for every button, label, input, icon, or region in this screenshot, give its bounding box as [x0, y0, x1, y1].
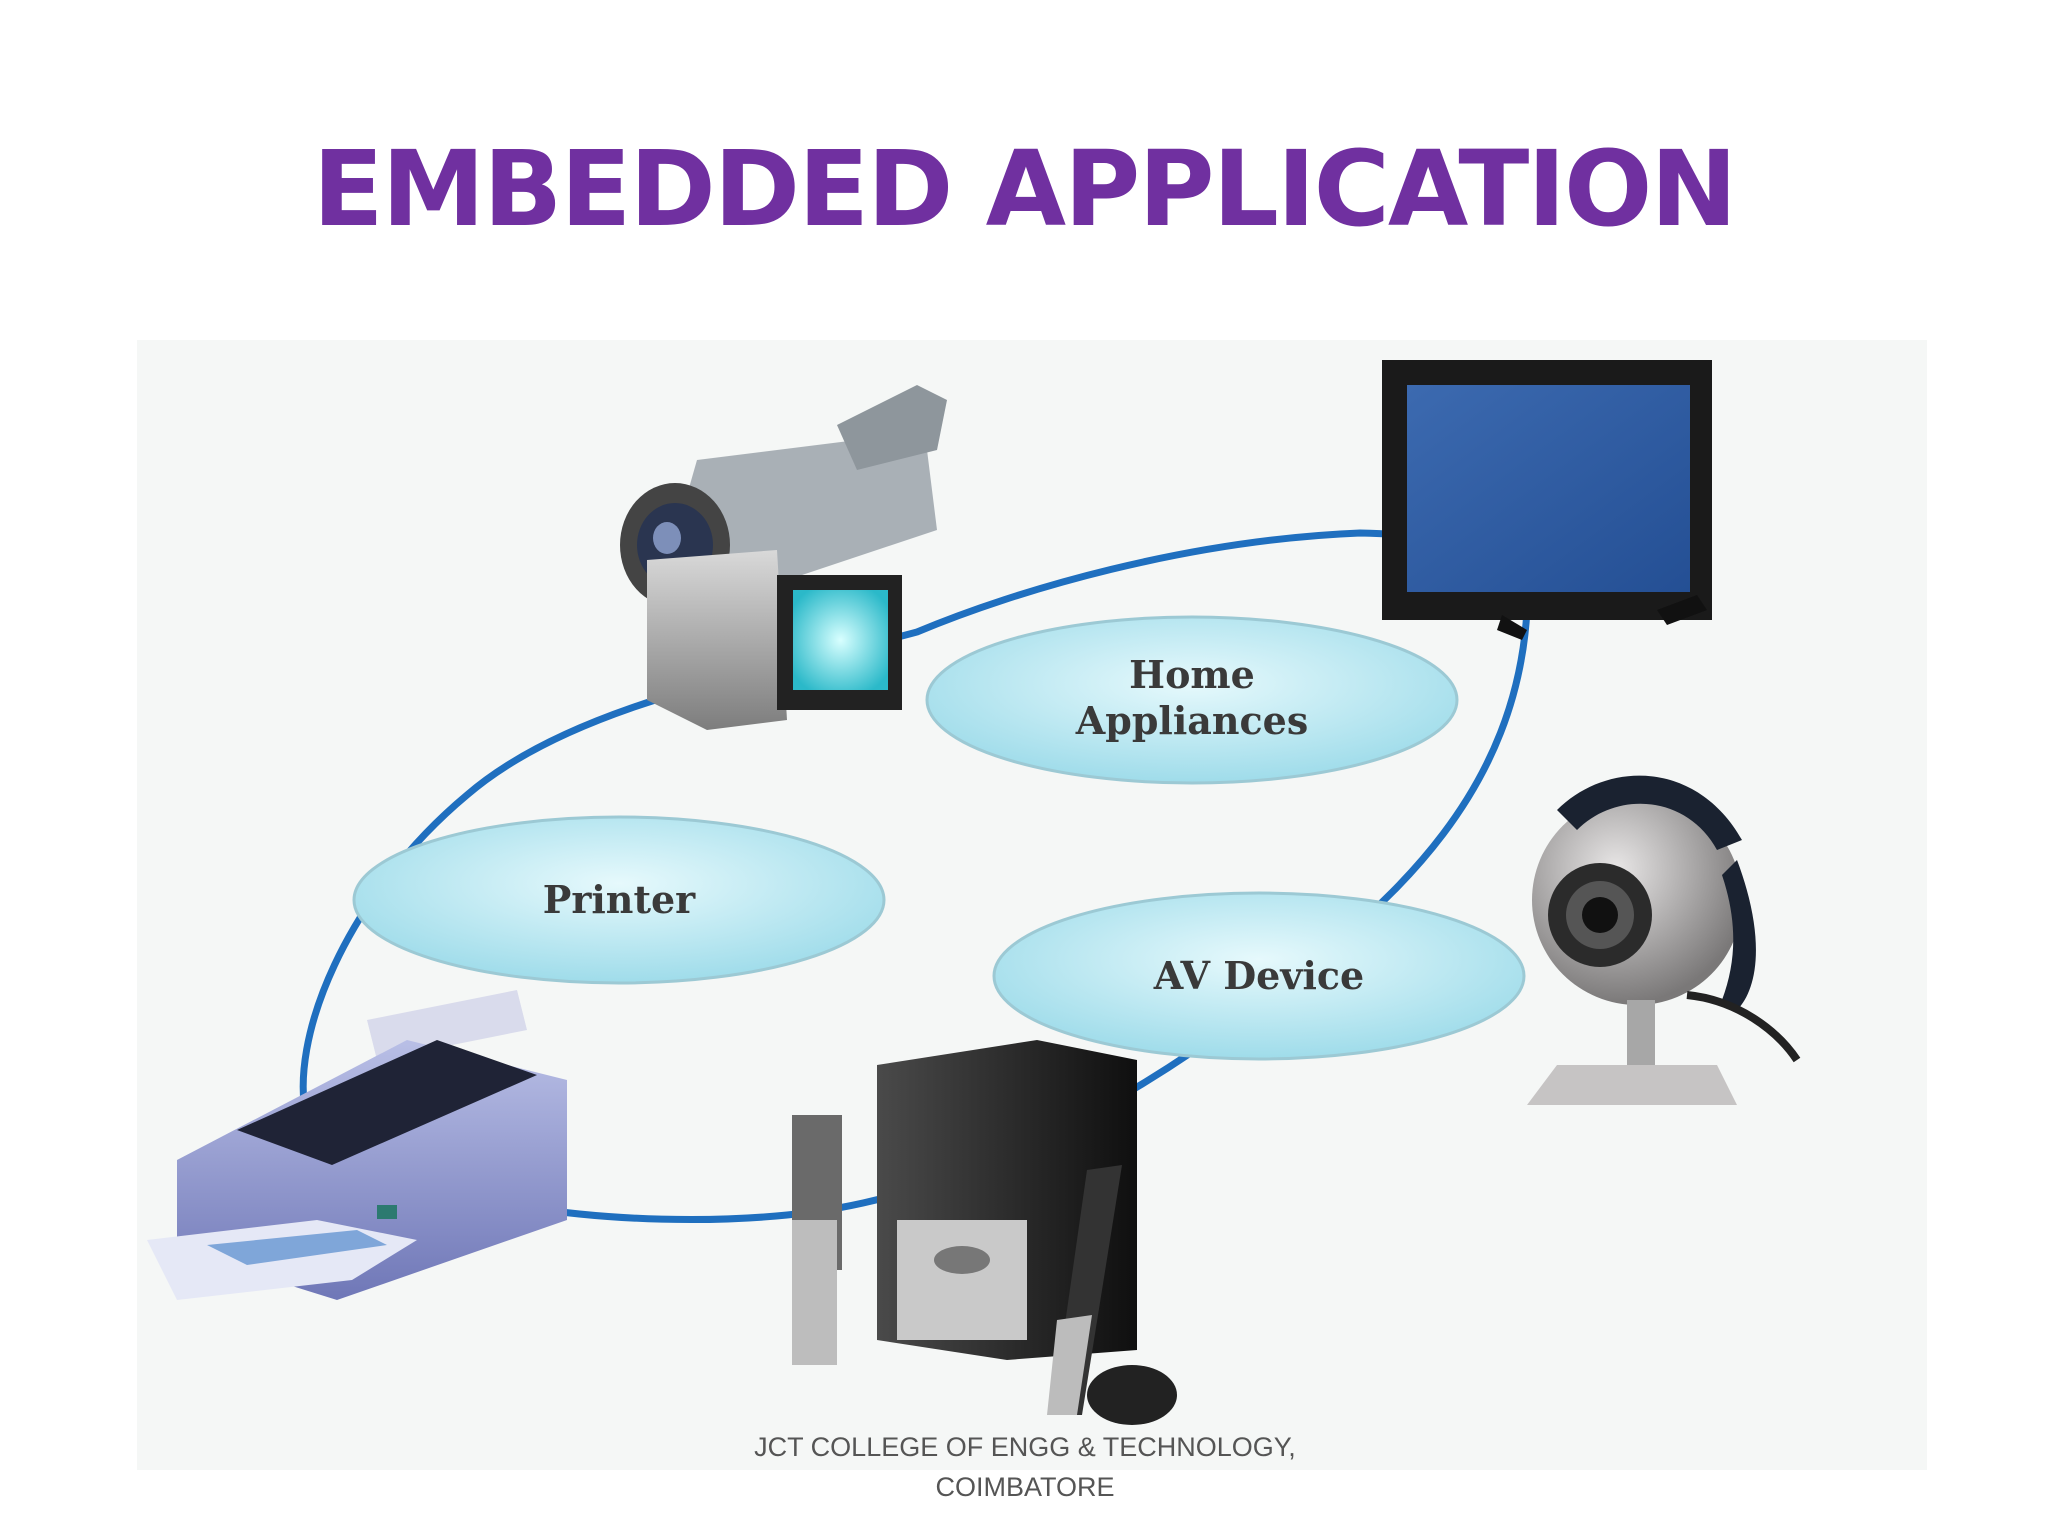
printer-ellipse	[352, 815, 886, 985]
home-appliances-label-line2: Appliances	[1075, 698, 1309, 743]
printer-icon	[147, 990, 567, 1300]
home-appliances-label: Home Appliances	[992, 652, 1392, 744]
printer-label: Printer	[542, 877, 696, 922]
slide-title: EMBEDDED APPLICATION	[312, 128, 1738, 250]
webcam-icon	[1527, 775, 1801, 1105]
footer-institution: JCT COLLEGE OF ENGG & TECHNOLOGY, COIMBA…	[700, 1427, 1350, 1507]
camcorder-icon	[620, 385, 947, 730]
embedded-applications-diagram: Home Appliances Printer AV Device	[137, 340, 1927, 1470]
television-icon	[1382, 360, 1712, 640]
home-appliances-ellipse	[925, 615, 1459, 785]
speaker-system-icon	[792, 1040, 1177, 1425]
av-device-label: AV Device	[1153, 953, 1365, 998]
footer-line-2: COIMBATORE	[935, 1472, 1115, 1502]
footer-line-1: JCT COLLEGE OF ENGG & TECHNOLOGY,	[754, 1432, 1296, 1462]
av-device-ellipse	[992, 891, 1526, 1061]
home-appliances-label-line1: Home	[1129, 652, 1255, 697]
